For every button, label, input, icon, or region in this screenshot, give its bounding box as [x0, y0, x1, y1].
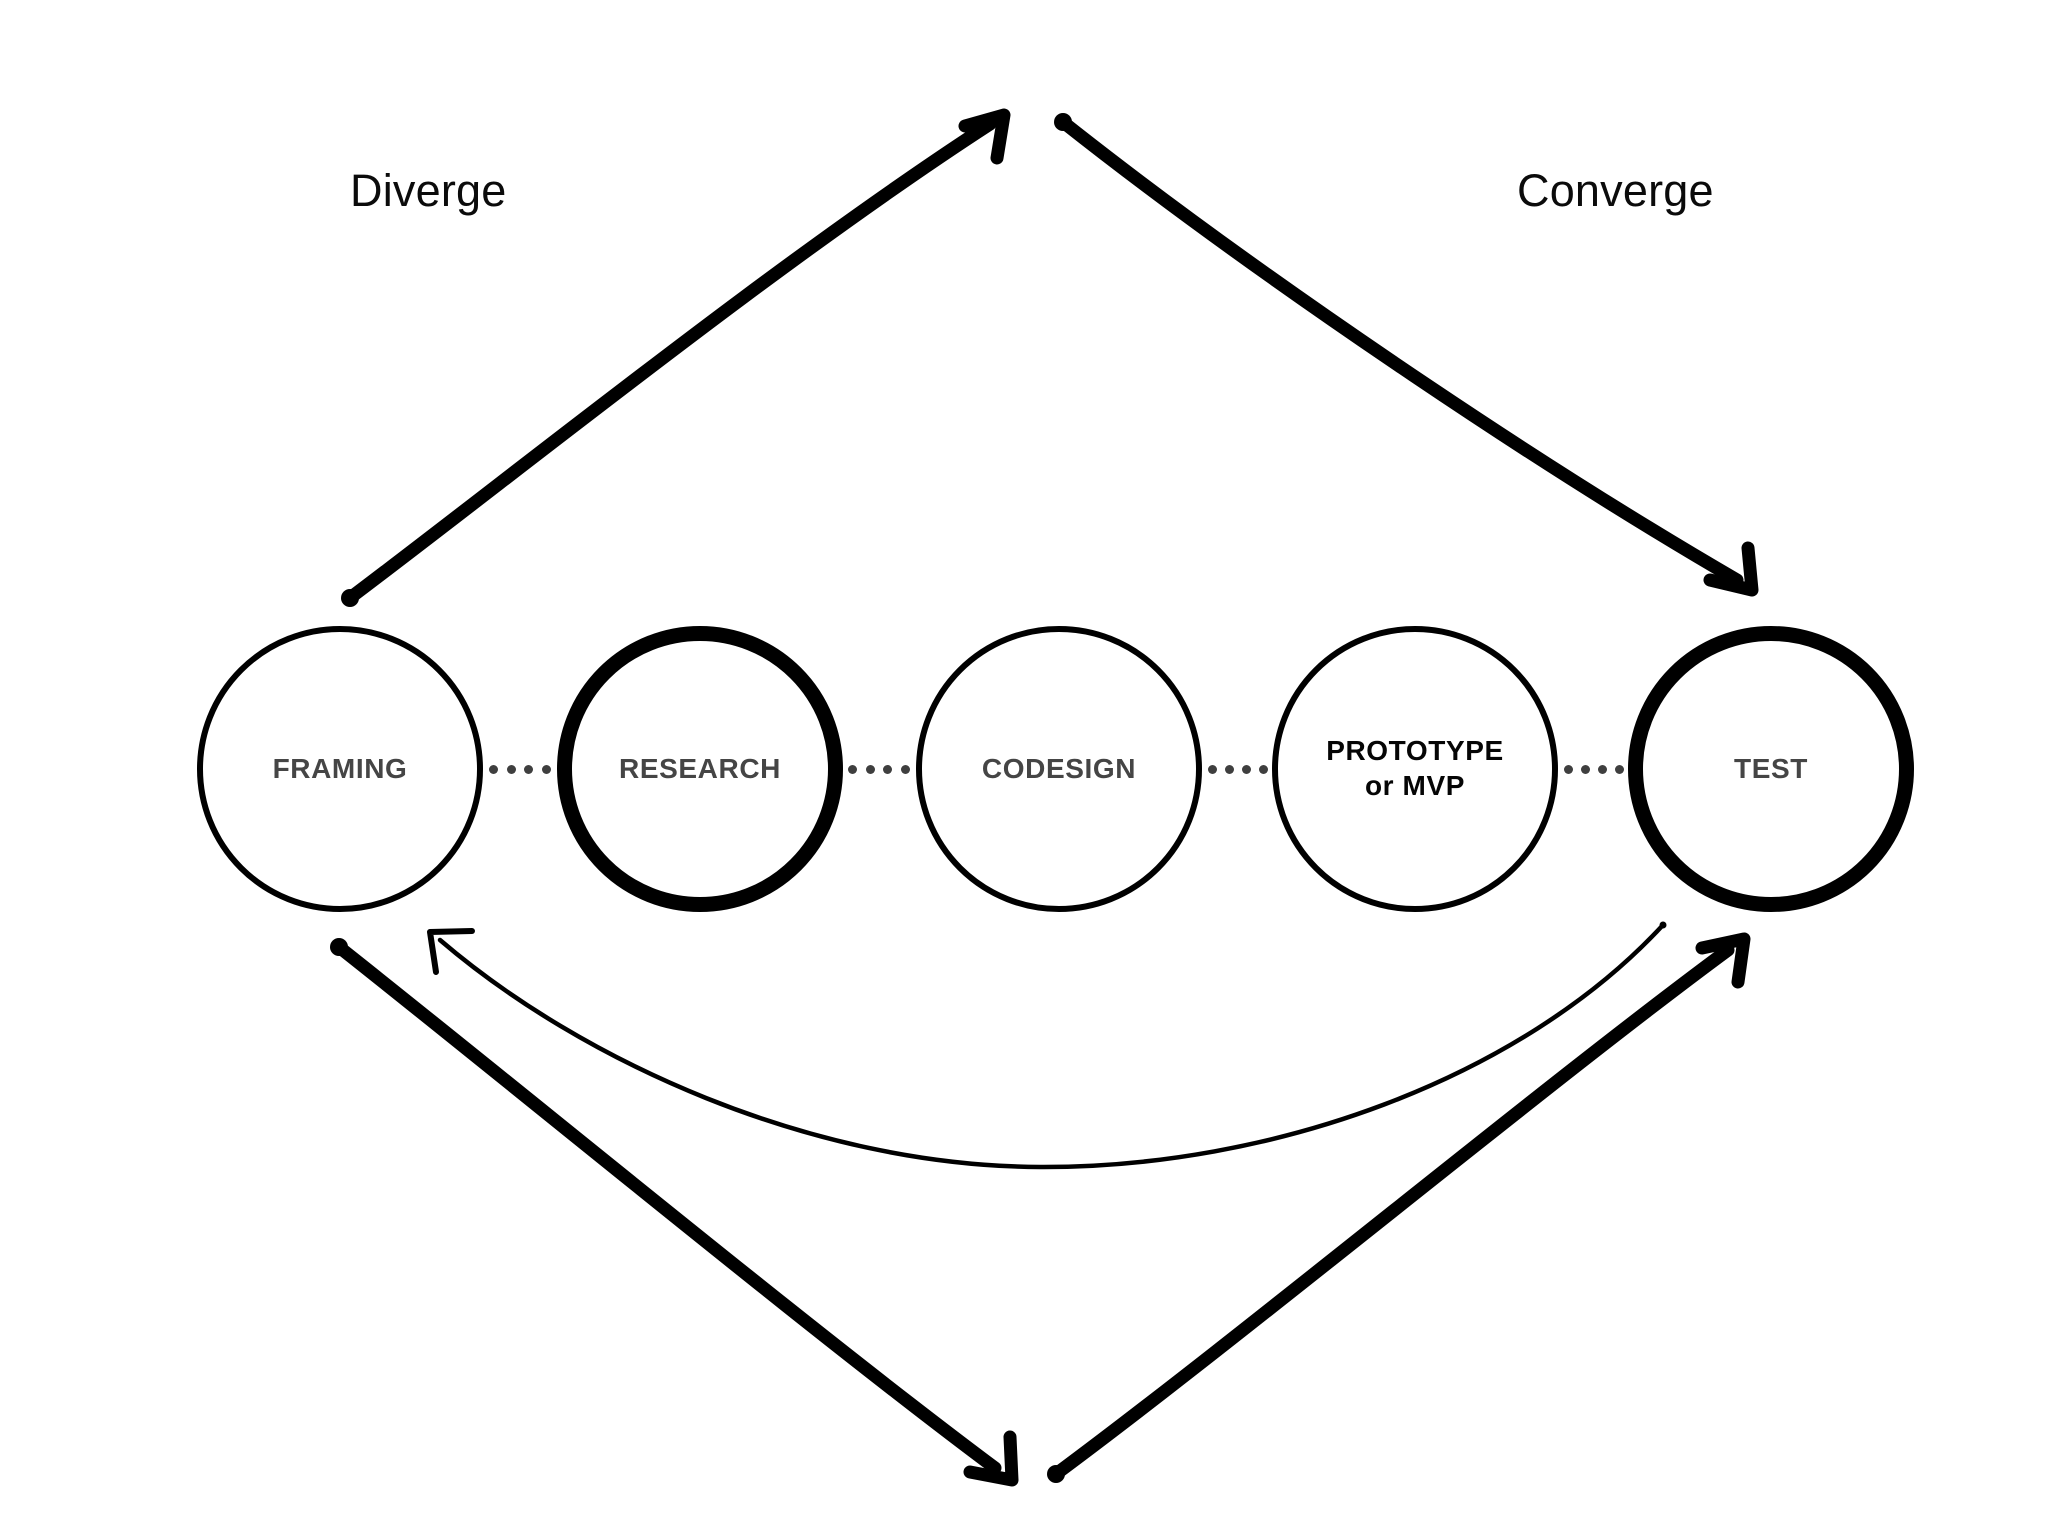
arrow-diverge-up [341, 108, 1011, 607]
arrowhead-diverge-down [963, 1430, 1019, 1487]
connector-codesign-prototype [1208, 764, 1268, 774]
node-prototype-label: PROTOTYPE [1326, 735, 1504, 767]
node-codesign[interactable]: CODESIGN [916, 626, 1202, 912]
phase-label-diverge: Diverge [350, 165, 507, 216]
node-prototype[interactable]: PROTOTYPE or MVP [1272, 626, 1558, 912]
connector-dot [1225, 764, 1234, 774]
arrowhead-converge-down [1703, 541, 1759, 597]
connector-dot [489, 764, 498, 774]
connector-dot [506, 764, 516, 774]
node-framing-label: FRAMING [272, 752, 408, 784]
arrow-diverge-down [330, 938, 1019, 1487]
arrow-converge-down [1054, 113, 1759, 597]
connector-dot [541, 764, 551, 774]
arrow-iterate-loop [427, 921, 1667, 1170]
node-test-label: TEST [1734, 752, 1808, 784]
connector-prototype-test [1564, 764, 1624, 774]
connector-research-codesign [848, 764, 910, 774]
arrowhead-converge-up [1695, 932, 1751, 989]
connector-dot [1208, 764, 1217, 774]
node-research-label: RESEARCH [619, 752, 781, 784]
connector-dot [1242, 764, 1251, 774]
connector-dot [883, 764, 893, 774]
connector-dot [1564, 764, 1573, 774]
node-test[interactable]: TEST [1628, 626, 1914, 912]
phase-label-converge: Converge [1517, 165, 1714, 216]
arrowhead-iterate-loop [427, 928, 475, 975]
node-codesign-label: CODESIGN [981, 752, 1137, 784]
connector-dot [865, 764, 875, 774]
connector-dot [1598, 764, 1607, 774]
connector-dot [1615, 764, 1624, 774]
connector-dot [524, 764, 534, 774]
connector-dot [1581, 764, 1590, 774]
connector-dot [1259, 764, 1268, 774]
node-framing[interactable]: FRAMING [197, 626, 483, 912]
connector-dot [848, 764, 857, 774]
arrowhead-diverge-up [958, 108, 1011, 165]
connector-dot [900, 764, 910, 774]
node-research[interactable]: RESEARCH [557, 626, 843, 912]
arrow-converge-up [1047, 932, 1751, 1483]
node-prototype-sublabel: or MVP [1364, 770, 1466, 801]
connector-framing-research [489, 764, 551, 774]
